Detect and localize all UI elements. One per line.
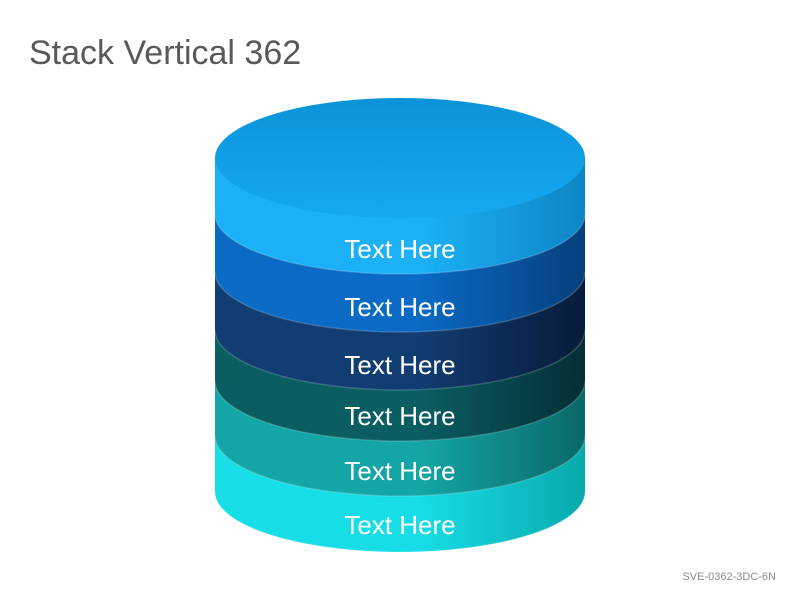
stack-layer-rim: [214, 491, 586, 553]
stack-layer-rim: [214, 271, 586, 333]
stack-layer-label: Text Here: [344, 292, 455, 322]
stack-layer-label: Text Here: [344, 510, 455, 540]
stack-layer-rim: [214, 380, 586, 442]
slide-code: SVE-0362-3DC-6N: [682, 571, 776, 583]
stack-layer-rim: [214, 435, 586, 497]
stack-layer-label: Text Here: [344, 350, 455, 380]
stack-layer-label: Text Here: [344, 456, 455, 486]
stack-layer-label: Text Here: [344, 234, 455, 264]
stack-layer-label: Text Here: [344, 401, 455, 431]
slide-title: Stack Vertical 362: [29, 34, 302, 72]
stack-top-cap: [215, 98, 585, 218]
stack-layer-rim: [214, 213, 586, 275]
stack-layer-rim: [214, 329, 586, 391]
